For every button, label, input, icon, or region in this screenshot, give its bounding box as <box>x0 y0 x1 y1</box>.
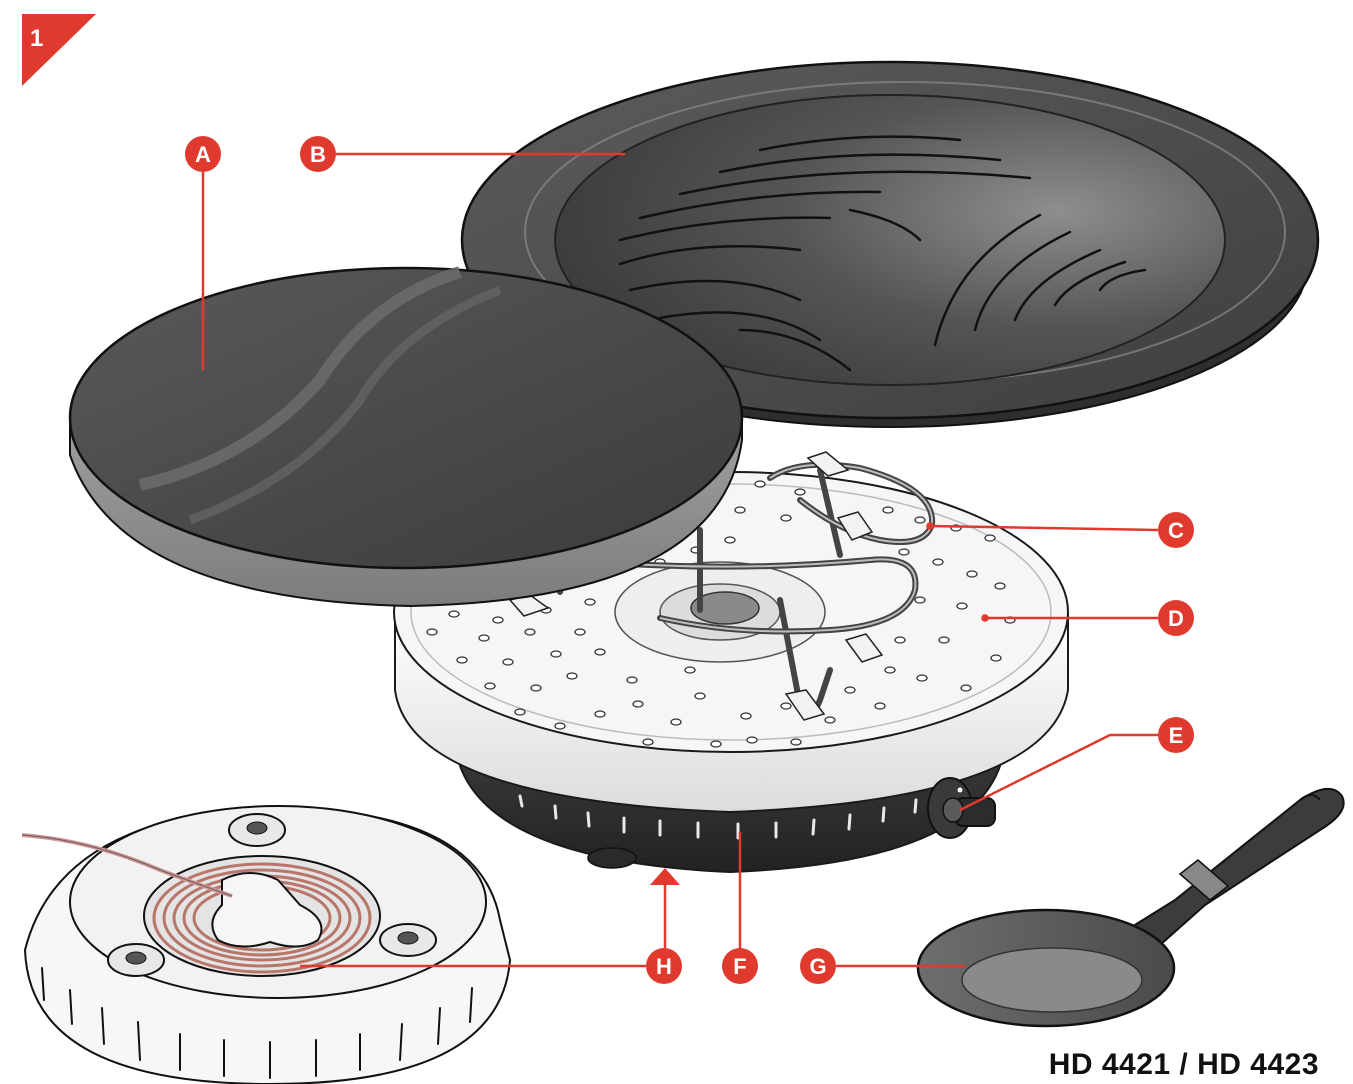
label-c: C <box>1158 512 1194 548</box>
base-underside-view <box>21 805 512 1084</box>
label-b-text: B <box>310 142 326 167</box>
ladle-handle-grip <box>1178 859 1230 901</box>
control-knob <box>927 777 996 839</box>
underside-feet <box>107 813 437 977</box>
label-a-circle <box>185 136 221 172</box>
figure-badge-triangle <box>22 14 96 86</box>
label-g-text: G <box>809 954 826 979</box>
power-cord-outline <box>21 834 233 897</box>
label-e: E <box>1158 717 1194 753</box>
underside-ribs <box>41 967 473 1079</box>
perforation-holes <box>426 480 1016 748</box>
base-top-plate-inner-rim <box>410 483 1052 741</box>
leader-line-c <box>929 524 1159 532</box>
leader-dot-d <box>981 614 989 622</box>
label-h-text: H <box>656 954 672 979</box>
label-g-circle <box>800 948 836 984</box>
pan-grooves <box>618 135 1147 372</box>
ladle <box>916 788 1345 1028</box>
ladle-handle <box>1128 788 1345 947</box>
knob-indicator <box>957 787 963 793</box>
label-f-text: F <box>733 954 746 979</box>
leader-arrow-h <box>650 868 680 885</box>
label-d-circle <box>1158 600 1194 636</box>
coil-center-bracket <box>211 872 323 948</box>
label-a-text: A <box>195 142 211 167</box>
lid-plate <box>68 266 744 608</box>
base-foot <box>587 847 637 869</box>
label-c-text: C <box>1168 518 1184 543</box>
label-f: F <box>722 948 758 984</box>
ladle-hook <box>1299 794 1321 801</box>
ladle-bowl-inner <box>961 947 1143 1013</box>
lid-swoosh-1 <box>138 266 462 491</box>
label-d-text: D <box>1168 606 1184 631</box>
label-g: G <box>800 948 836 984</box>
label-e-circle <box>1158 717 1194 753</box>
label-f-circle <box>722 948 758 984</box>
model-title: HD 4421 / HD 4423 <box>1048 1048 1319 1081</box>
lid-swoosh-2 <box>188 285 502 525</box>
leader-dot-c <box>926 522 934 530</box>
figure-badge: 1 <box>22 14 96 86</box>
label-c-circle <box>1158 512 1194 548</box>
label-d: D <box>1158 600 1194 636</box>
center-recess-core <box>690 591 760 625</box>
label-h-circle <box>646 948 682 984</box>
label-e-text: E <box>1169 723 1184 748</box>
label-b-circle <box>300 136 336 172</box>
figure-number: 1 <box>30 25 43 52</box>
base-unit <box>393 451 1069 874</box>
label-h: H <box>646 948 682 984</box>
lid-top <box>68 266 744 570</box>
leader-line-e <box>959 733 1158 812</box>
label-b: B <box>300 136 336 172</box>
leader-lines <box>201 152 1159 968</box>
knob-face <box>942 797 964 823</box>
label-a: A <box>185 136 221 172</box>
support-clips <box>508 451 884 721</box>
vent-slots <box>518 794 918 840</box>
